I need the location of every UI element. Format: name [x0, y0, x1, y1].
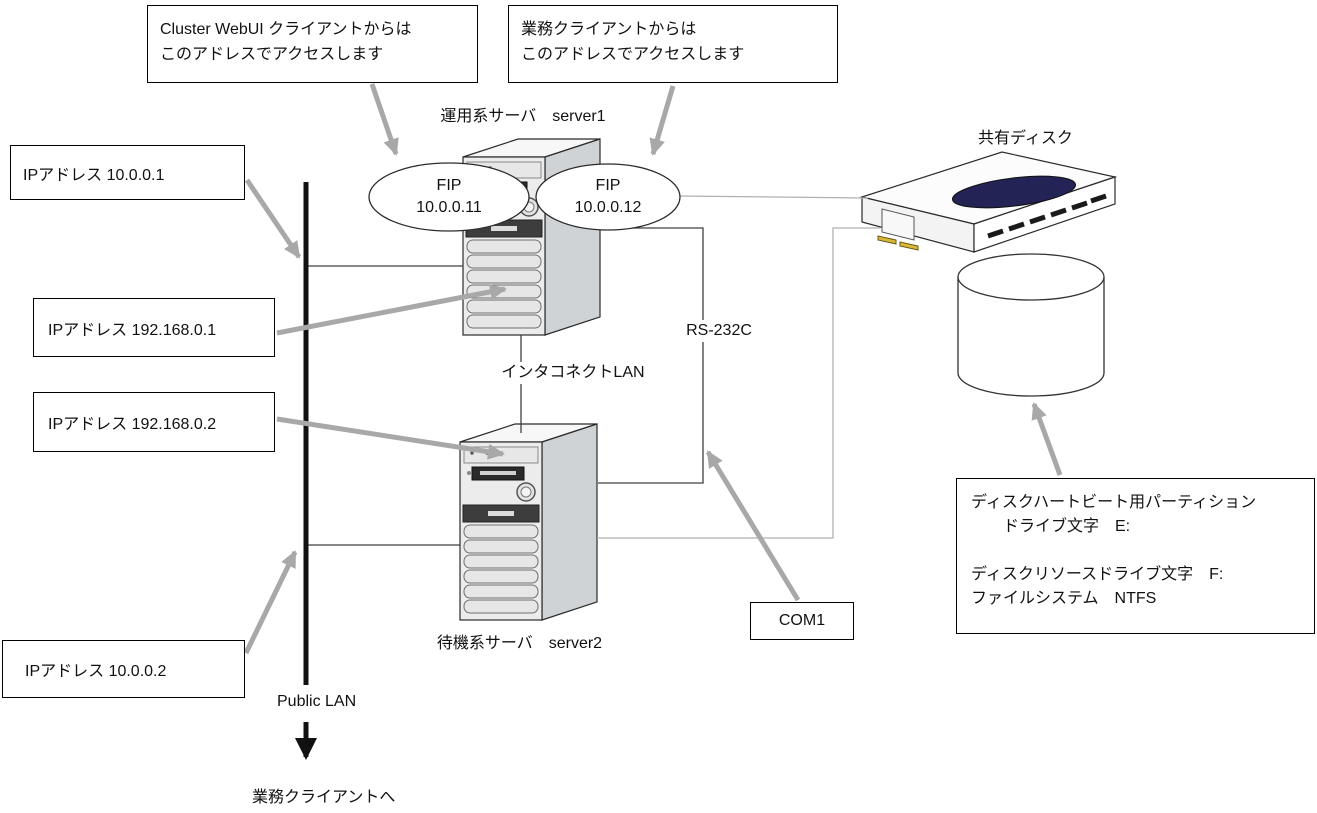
fip1-address: 10.0.0.11 — [416, 199, 482, 216]
callout-business-clients: 業務クライアントからは このアドレスでアクセスします — [508, 5, 838, 83]
to-business-clients-label: 業務クライアントへ — [252, 789, 396, 806]
rs232c-line — [598, 227, 704, 484]
disk-partition-info-box: ディスクハートビート用パーティション ドライブ文字 E: ディスクリソースドライ… — [956, 478, 1315, 634]
fip1-name: FIP — [436, 177, 462, 194]
com1-arrow — [705, 450, 801, 602]
fip1-label: FIP 10.0.0.11 — [369, 175, 529, 219]
interconnect-lan-label: インタコネクトLAN — [492, 362, 654, 384]
com1-port-box: COM1 — [750, 602, 854, 640]
fip2-label: FIP 10.0.0.12 — [536, 175, 680, 219]
fip2-address: 10.0.0.12 — [574, 199, 642, 216]
shared-disk-icon — [859, 151, 1118, 253]
shared-disk-label: 共有ディスク — [978, 130, 1073, 147]
disk-cylinder-icon — [957, 253, 1105, 397]
fip1-ellipse — [368, 162, 530, 232]
ip3-arrow — [276, 416, 505, 460]
callout1-arrow — [369, 83, 399, 156]
fip2-name: FIP — [595, 177, 621, 194]
ip-label-192-168-0-2: IPアドレス 192.168.0.2 — [33, 392, 275, 452]
server2-disk-line — [597, 227, 880, 539]
ip1-arrow — [244, 178, 302, 259]
rs232c-label: RS-232C — [664, 320, 774, 342]
callout2-arrow — [649, 85, 676, 156]
standby-server-icon — [459, 423, 598, 621]
disk-vent-slots — [987, 193, 1107, 239]
disk-info-arrow — [1031, 402, 1063, 476]
primary-server-label: 運用系サーバ server1 — [440, 108, 606, 125]
ip4-arrow — [243, 550, 298, 655]
ip-label-192-168-0-1: IPアドレス 192.168.0.1 — [33, 298, 275, 357]
ip2-arrow — [276, 283, 507, 336]
disk-platter-icon — [951, 175, 1077, 209]
public-lan-label: Public LAN — [277, 693, 357, 710]
ip-label-10-0-0-2: IPアドレス 10.0.0.2 — [2, 640, 245, 698]
callout-webui-clients: Cluster WebUI クライアントからは このアドレスでアクセスします — [147, 5, 478, 83]
fip2-ellipse — [535, 163, 681, 231]
ip-label-10-0-0-1: IPアドレス 10.0.0.1 — [10, 145, 245, 200]
standby-server-label: 待機系サーバ server2 — [436, 635, 603, 652]
server1-disk-line — [675, 195, 869, 199]
